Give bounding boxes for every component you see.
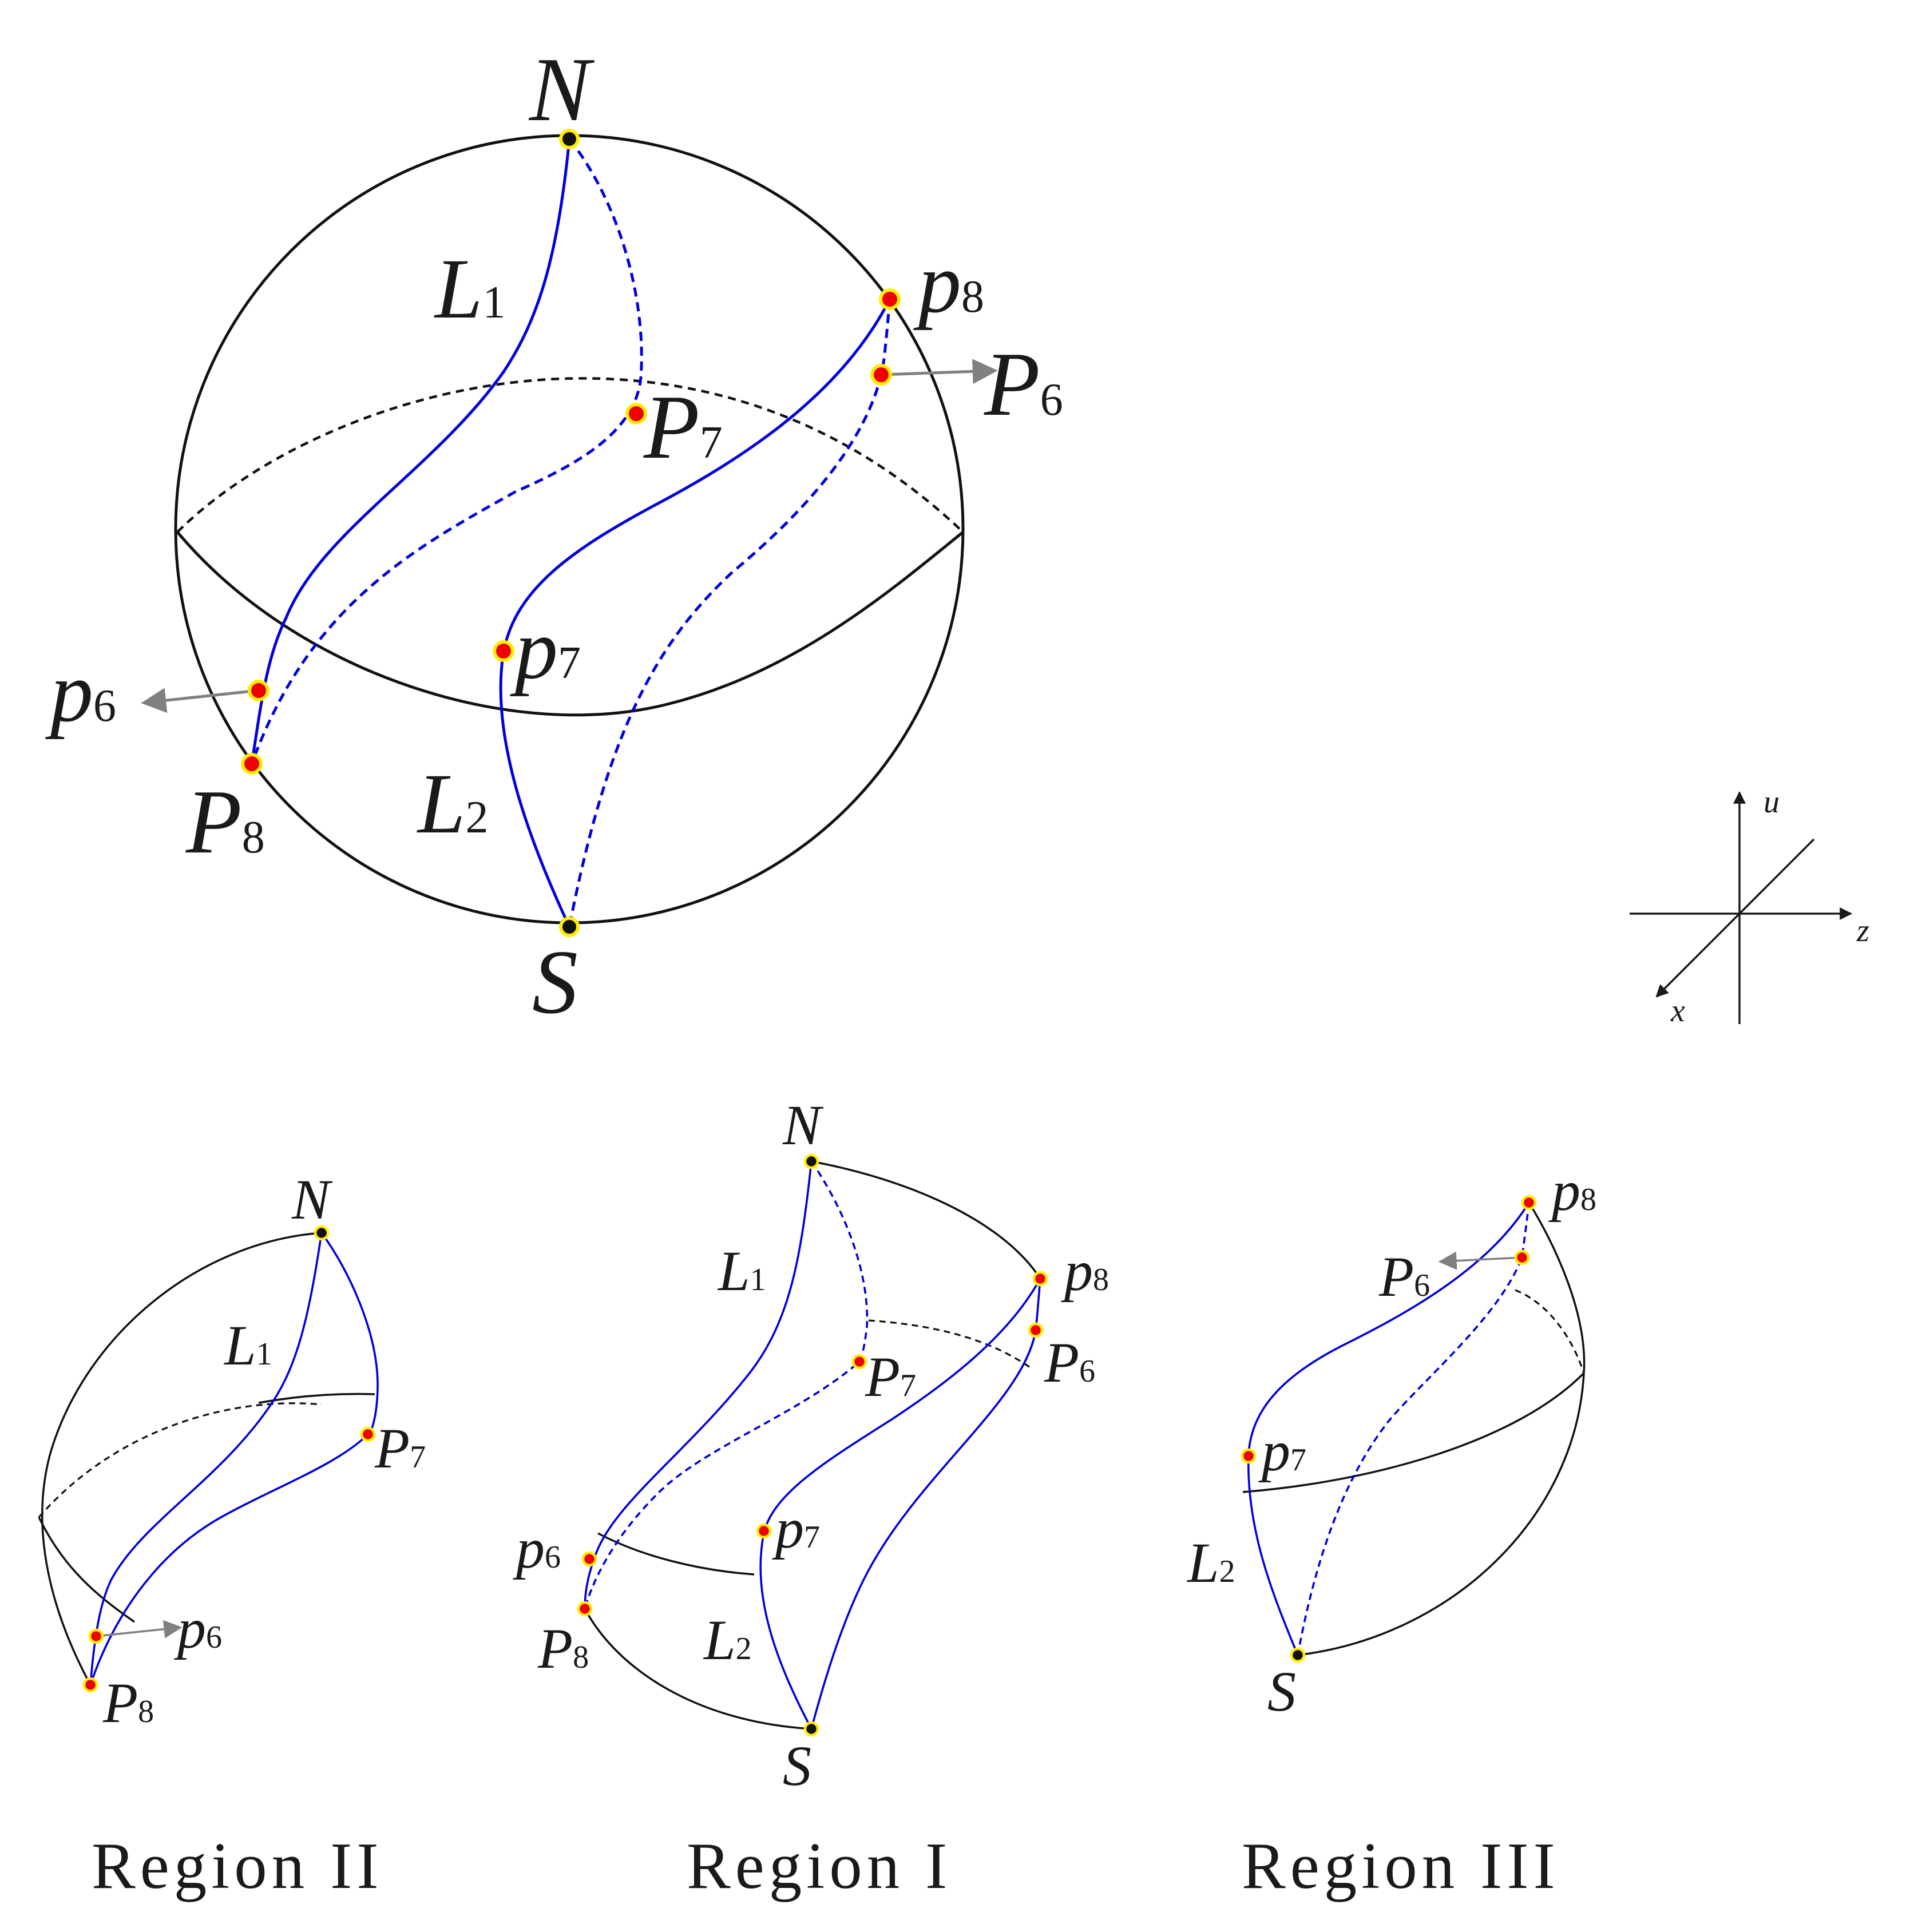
r1-label-P7: P7 [865,1345,916,1409]
label-P8: P8 [185,771,265,872]
curve-l1 [250,138,571,764]
r2-pole-N [314,1225,330,1241]
point-P6 [870,364,892,386]
r3-label-S: S [1267,1660,1296,1723]
r3-label-P6: P6 [1378,1245,1430,1308]
r1-label-L2: L2 [703,1608,752,1672]
r1-pole-S [803,1721,819,1737]
region-i-title: Region I [687,1830,952,1902]
r2-label-N: N [291,1168,333,1231]
r3-point-p7 [1241,1448,1257,1464]
point-p7 [493,640,514,662]
label-p7: p7 [510,602,581,697]
x-axis-back [1738,838,1815,915]
r1-curve-l1-back [584,1160,869,1609]
r3-outline-right [1297,1202,1586,1656]
r3-label-p8: p8 [1548,1159,1596,1223]
r1-point-p7 [756,1523,772,1539]
point-p6 [248,680,270,701]
r3-label-L2: L2 [1186,1531,1235,1594]
r1-point-p8 [1032,1271,1048,1287]
r1-label-p8: p8 [1061,1239,1109,1303]
r3-label-p7: p7 [1258,1419,1306,1483]
region-iii: S p8 P6 p7 L2 Region III [1186,1159,1596,1902]
label-u: u [1764,784,1780,820]
r1-label-L1: L1 [717,1239,766,1303]
r3-P6-arrow [1438,1251,1523,1270]
r3-point-p8 [1521,1195,1537,1211]
region-i: N S L1 L2 p8 P6 P7 p7 p6 P8 Region I [513,1093,1109,1902]
r3-equator-front [1242,1372,1585,1493]
label-L1: L1 [434,241,505,336]
r1-label-p7: p7 [772,1497,820,1560]
r3-equator-back [1515,1289,1585,1374]
r1-equator-front [597,1532,755,1576]
r1-point-P8 [577,1601,593,1617]
label-N: N [528,38,595,140]
main-sphere: N S L1 L2 p8 P6 P7 p7 p6 P8 [45,38,1063,1033]
r2-label-L1: L1 [223,1314,272,1377]
P6-arrow [881,359,998,384]
r1-curve-l2 [759,1278,1041,1729]
label-P6: P6 [984,333,1063,435]
x-axis [1655,913,1741,998]
label-z: z [1856,913,1869,949]
pole-N [559,129,580,149]
r1-label-p6: p6 [513,1517,561,1580]
region-ii: N L1 P7 p6 P8 Region II [38,1168,426,1902]
r1-label-P8: P8 [537,1617,589,1680]
r1-equator-back [868,1319,1031,1368]
r2-point-p6 [88,1628,104,1644]
point-P8 [241,753,263,775]
label-S: S [532,931,578,1033]
r1-label-N: N [782,1093,824,1157]
label-x: x [1670,993,1685,1029]
r3-pole-S [1290,1647,1306,1663]
r1-outline-bottom [584,1608,812,1730]
curve-l1-back [250,138,643,764]
r1-outline-top [811,1160,1041,1279]
r2-label-P8: P8 [102,1671,154,1735]
sphere-outline [174,134,965,925]
r2-curve-right [320,1232,379,1435]
r3-point-P6 [1514,1249,1530,1265]
r2-curve-l1 [89,1232,323,1685]
axes: u z x [1630,784,1869,1029]
point-P7 [625,403,647,425]
r2-label-P7: P7 [374,1417,426,1480]
label-L2: L2 [417,756,488,851]
label-p8: p8 [913,236,984,331]
region-ii-title: Region II [92,1830,383,1902]
p6-arrow [141,688,258,713]
curve-l2 [499,298,891,928]
region-iii-title: Region III [1242,1830,1560,1902]
r2-point-P8 [82,1677,98,1693]
r2-equator-front [38,1517,135,1623]
r3-curve-l2 [1247,1202,1530,1656]
label-p6: p6 [45,645,116,740]
r1-curve-l2-back [810,1278,1041,1729]
equator-back [176,377,964,533]
r1-label-S: S [783,1734,811,1798]
r2-outline-top [41,1232,322,1685]
label-P7: P7 [643,376,723,478]
r2-curve-l2 [89,1433,369,1685]
curve-l2-back [568,299,891,927]
r2-equator-back [38,1402,322,1518]
r2-label-p6: p6 [174,1597,222,1660]
r2-p6-arrow [96,1620,183,1639]
r2-point-P7 [360,1426,376,1442]
pole-S [559,917,580,937]
r1-point-P7 [851,1354,867,1370]
r1-label-P6: P6 [1044,1331,1095,1394]
r1-point-P6 [1028,1322,1044,1338]
r1-point-p6 [581,1551,597,1567]
r1-pole-N [803,1153,819,1169]
point-p8 [879,288,901,310]
